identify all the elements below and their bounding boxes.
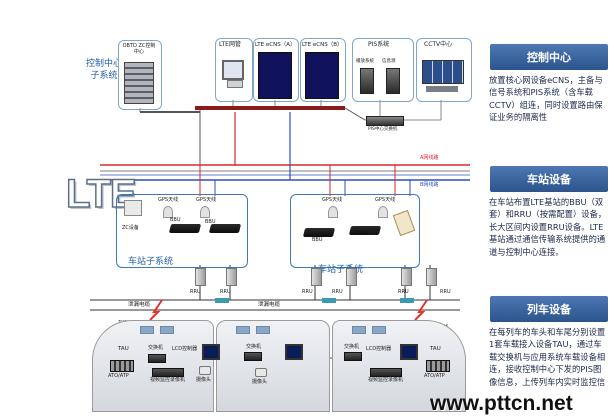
pis-label: PIS系统: [368, 41, 390, 48]
train-window: [256, 326, 270, 334]
rru-icon: [195, 268, 206, 286]
rru-icon: [311, 268, 322, 286]
lcd-monitor-icon: [400, 344, 418, 360]
recorder-icon: [152, 368, 184, 377]
tau-right-label: TAU: [430, 346, 441, 352]
a-network-label: A网线路: [420, 155, 439, 161]
panel-title-station: 车站设备: [490, 166, 608, 192]
gps-antenna-icon: [200, 206, 210, 218]
computer-icon: [222, 60, 244, 80]
cctv-label: CCTV中心: [424, 41, 453, 48]
rru-label: RRU: [440, 289, 451, 295]
rru-label: RRU: [302, 289, 313, 295]
rru-icon: [401, 268, 412, 286]
gps-left-1-label: GPS天线: [158, 197, 179, 203]
zc-device-icon: [124, 200, 142, 216]
pis-sub1-label: 播放系统: [356, 59, 374, 64]
ecns-b-label: LTE eCNS（B）: [302, 42, 343, 48]
panel-title-control-center: 控制中心: [490, 44, 608, 70]
bbu-3-label: BBU: [312, 237, 323, 243]
lcd-1-label: LCD控制器: [172, 346, 198, 352]
ecns-a-rack-icon: [258, 52, 292, 99]
cctv-desk-icon: [426, 86, 458, 92]
gps-antenna-icon: [378, 206, 388, 218]
panel-body-train: 在每列车的车头和车尾分别设置1套车载接入设备TAU，通过车载交换机与应用系统车载…: [489, 327, 606, 387]
bbu-1-label: BBU: [170, 217, 181, 223]
tau-left-icon: [110, 360, 134, 372]
panel-body-control-center: 放置核心网设备eCNS，主备与信号系统和PIS系统（含车载CCTV）组连，同时设…: [489, 75, 603, 123]
zc-device-label: ZC设备: [122, 225, 139, 231]
ecns-a-label: LTE eCNS（A）: [255, 42, 296, 48]
ecns-b-rack-icon: [305, 52, 339, 99]
camera-icon: [199, 366, 211, 375]
panel-title-train: 列车设备: [490, 296, 608, 322]
control-center-subsystem-label: 控制中心子系统: [85, 59, 122, 81]
pis-switch-label: PIS中心交换机: [368, 127, 398, 132]
rru-label: RRU: [190, 289, 201, 295]
ato-right-label: ATO/ATP: [424, 373, 445, 379]
obtd-server-icon: [124, 62, 154, 104]
switch-icon: [244, 352, 262, 361]
train-window: [140, 326, 154, 334]
bbu-icon: [302, 228, 336, 237]
pis-server-icon: [360, 68, 374, 94]
splitter-icon: [215, 298, 229, 303]
watermark: www.pttcn.net: [430, 392, 573, 415]
rru-icon: [346, 268, 357, 286]
tau-left-label: TAU: [118, 346, 129, 352]
switch-1-label: 交换机: [148, 345, 164, 351]
leaky-cable-1-label: 泄漏电缆: [128, 302, 151, 308]
switch-icon: [344, 352, 362, 361]
leaky-cable-2-label: 泄漏电缆: [258, 302, 281, 308]
tau-right-icon: [426, 360, 450, 372]
ato-left-label: ATO/ATP: [108, 373, 129, 379]
train-window: [236, 326, 250, 334]
gps-left-2-label: GPS天线: [196, 197, 217, 203]
switch-icon: [148, 354, 166, 363]
switch-3-label: 交换机: [344, 344, 360, 350]
pis-switch-icon: [366, 116, 404, 126]
lcd-monitor-icon: [202, 344, 220, 360]
b-network-label: B网线路: [420, 182, 439, 188]
lte-gateway-label: LTE网管: [219, 41, 241, 48]
rru-label: RRU: [398, 289, 409, 295]
rru-label: RRU: [332, 289, 343, 295]
gps-right-1-label: GPS天线: [322, 197, 343, 203]
train-window: [352, 326, 366, 334]
rru-icon: [226, 268, 237, 286]
recorder-icon: [370, 368, 402, 377]
station-left-label: 车站子系统: [128, 257, 174, 267]
station-right-label: 车站子系统: [318, 265, 364, 275]
station-right-box: [290, 194, 420, 268]
bbu-2-label: BBU: [205, 219, 216, 225]
gps-antenna-icon: [163, 206, 173, 218]
camera-2-label: 摄像头: [252, 379, 268, 385]
bbu-4-label: BBU: [368, 231, 379, 237]
splitter-icon: [400, 298, 414, 303]
switch-2-label: 交换机: [246, 344, 262, 350]
gps-right-2-label: GPS天线: [375, 197, 396, 203]
recorder-1-label: 视频监控录像机: [150, 377, 186, 383]
pis-sub2-label: 信息源: [382, 59, 396, 64]
train-window: [372, 326, 386, 334]
obtd-label: OBTD ZC控制中心: [122, 43, 156, 55]
train-car-middle: [216, 320, 330, 412]
panel-body-station: 在车站布置LTE基站的BBU（双套）和RRU（按需配置）设备，长大区间内设置RR…: [489, 197, 607, 257]
computer-base-icon: [227, 80, 243, 88]
station-left-box: [116, 194, 248, 268]
bbu-icon: [168, 224, 202, 233]
cctv-wall-icon: [422, 60, 464, 84]
camera-1-label: 摄像头: [196, 377, 212, 383]
rru-icon: [426, 268, 437, 286]
lcd-2-label: LCD控制器: [366, 346, 392, 352]
lcd-monitor-icon: [285, 344, 303, 360]
gps-antenna-icon: [328, 206, 338, 218]
train-window: [160, 326, 174, 334]
pis-server2-icon: [386, 68, 400, 94]
splitter-icon: [322, 298, 336, 303]
camera-icon: [255, 368, 267, 377]
recorder-2-label: 视频监控录像机: [368, 377, 404, 383]
rru-label: RRU: [220, 289, 231, 295]
